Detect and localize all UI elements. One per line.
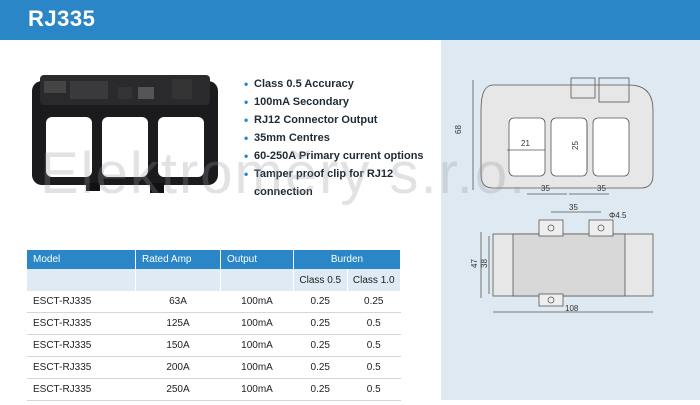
dim-hole: Φ4.5	[609, 211, 627, 220]
side-view	[480, 211, 654, 313]
bullet-icon: •	[244, 131, 249, 145]
dim-side-height-inner: 38	[480, 259, 489, 268]
table-row: ESCT-RJ335 150A 100mA 0.25 0.5	[27, 334, 401, 357]
feature-item: •60-250A Primary current options	[244, 149, 424, 163]
dim-centre-2: 35	[597, 184, 606, 193]
bullet-icon: •	[244, 149, 249, 163]
feature-item: •RJ12 Connector Output	[244, 113, 378, 127]
page-title: RJ335	[28, 6, 96, 31]
dim-length: 108	[565, 304, 579, 313]
col-header-model: Model	[27, 250, 136, 269]
dim-centre-1: 35	[541, 184, 550, 193]
col-header-burden: Burden	[293, 250, 401, 269]
technical-drawing: 68 21 25 35 35 35 Φ4.5 47 38 108	[454, 77, 654, 313]
header-bar: RJ335	[0, 0, 700, 40]
table-row: ESCT-RJ335 125A 100mA 0.25 0.5	[27, 312, 401, 335]
dim-window-width: 21	[521, 139, 530, 148]
col-subheader-class-10: Class 1.0	[347, 269, 401, 291]
col-subheader-class-05: Class 0.5	[293, 269, 348, 291]
bullet-icon: •	[244, 167, 249, 181]
dim-side-height-outer: 47	[470, 259, 479, 268]
col-header-output: Output	[220, 250, 294, 269]
bullet-icon: •	[244, 77, 249, 91]
feature-list: •Class 0.5 Accuracy •100mA Secondary •RJ…	[244, 75, 424, 201]
feature-item: •35mm Centres	[244, 131, 330, 145]
drawing-panel: 68 21 25 35 35 35 Φ4.5 47 38 108	[441, 40, 700, 400]
bullet-icon: •	[244, 113, 249, 127]
feature-item: •Tamper proof clip for RJ12 connection	[244, 167, 394, 198]
bullet-icon: •	[244, 95, 249, 109]
dim-window-height: 25	[571, 141, 580, 150]
table-row: ESCT-RJ335 63A 100mA 0.25 0.25	[27, 291, 401, 313]
dim-height: 68	[454, 125, 463, 134]
feature-item: •Class 0.5 Accuracy	[244, 77, 354, 91]
col-header-rated-amp: Rated Amp	[135, 250, 221, 269]
table-row: ESCT-RJ335 200A 100mA 0.25 0.5	[27, 356, 401, 379]
product-photo	[32, 75, 218, 193]
table-row: ESCT-RJ335 250A 100mA 0.25 0.5	[27, 378, 401, 401]
dim-side-centre: 35	[569, 203, 578, 212]
spec-table: Model Rated Amp Output Burden Class 0.5 …	[27, 250, 401, 401]
table-subheader-row: Class 0.5 Class 1.0	[27, 269, 401, 291]
top-view	[472, 77, 654, 195]
feature-item: •100mA Secondary	[244, 95, 349, 109]
